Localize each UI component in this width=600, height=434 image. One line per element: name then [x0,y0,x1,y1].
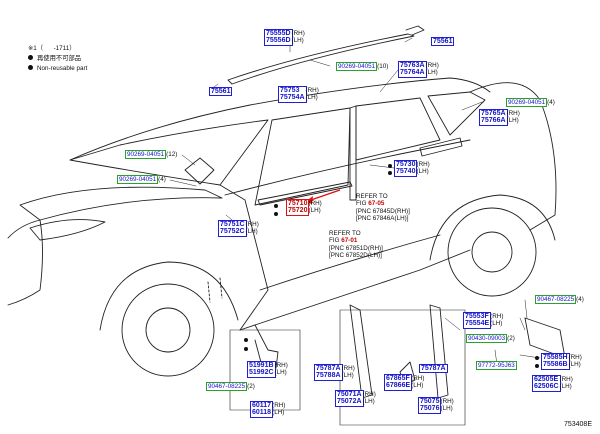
part-callout-75751c[interactable]: 75751C(RH) 75752C(LH) [218,220,259,237]
roof-line [69,77,491,161]
headlamp [29,219,106,241]
refer-to-fig-67-05: REFER TO FIG 67-05 [PNC 67845D(RH)] [PNC… [356,193,410,223]
part-callout-62505e[interactable]: 62505E(RH) 62506C(LH) [532,375,573,392]
bolt-callout-90269-04051-10[interactable]: 90269-04051(10) [336,62,389,71]
legend-item-en: Non-reusable part [28,64,87,74]
part-callout-75787a-right[interactable]: 75787A [419,364,448,374]
fastener-dots [244,164,539,368]
diagram-id: 753408E [563,421,592,428]
front-wheel [121,283,215,377]
door-line-front [219,184,269,331]
rear-quarter-window [427,91,486,136]
front-fascia [7,219,43,306]
part-callout-51991b[interactable]: 51991B(RH) 51992C(LH) [247,361,288,378]
front-wheel-arch [99,261,239,331]
door-belt-moulding [257,181,353,206]
bolt-callout-90269-04051-4-front[interactable]: 90269-04051(4) [117,175,166,184]
part-callout-75585h[interactable]: 75585H(RH) 75586B(LH) [541,353,582,370]
part-callout-75561-top[interactable]: 75561 [431,37,455,47]
bolt-callout-97772-95j63[interactable]: 97772-95J63 [476,361,517,370]
part-callout-75710-highlighted[interactable]: 75710(RH) 75720(LH) [286,199,322,216]
filled-dot-icon [28,55,33,60]
b-pillar [349,105,357,201]
roof-rail-end-cap [405,25,425,36]
refer-to-fig-67-01: REFER TO FIG 67-01 [PNC 67851D(RH)] [PNC… [329,230,383,260]
part-callout-75561-left[interactable]: 75561 [209,87,233,97]
part-callout-75730[interactable]: 75730(RH) 75740(LH) [394,160,430,177]
detail-frame-right [339,309,466,426]
seam-dashes [207,277,223,303]
part-callout-75753[interactable]: 75753(RH) 75754A(LH) [278,86,319,103]
rear-door-trim [419,137,463,157]
part-callout-75765a[interactable]: 75765A(RH) 75766A(LH) [479,109,520,126]
rear-door-window [355,97,441,161]
roof-rail-moulding [227,33,415,85]
front-door-window [254,107,351,206]
part-callout-67865f[interactable]: 67865F(RH) 67866E(LH) [384,374,425,391]
bolt-callout-90430-09003[interactable]: 90430-09003(2) [466,334,515,343]
lower-detail-bracket-3 [429,304,449,399]
lower-detail-bracket-5 [524,317,566,359]
highlight-arrow [307,189,341,202]
part-callout-75555d[interactable]: 75555D(RH) 75556D(LH) [264,29,305,46]
hood [19,186,223,221]
windshield [69,119,269,186]
fig-link-67-05[interactable]: 67-05 [368,200,385,208]
part-callout-75553f[interactable]: 75553F(RH) 75554E(LH) [463,312,504,329]
bolt-callout-90269-04051-4-rear[interactable]: 90269-04051(4) [506,98,555,107]
bolt-callout-90467-08225-4[interactable]: 90467-08225(4) [535,295,584,304]
rear-wheel-hub [471,231,513,273]
part-callout-75787a-left[interactable]: 75787A(RH) 75788A(LH) [314,364,355,381]
front-wheel-hub [145,307,191,353]
part-callout-60117[interactable]: 60117(RH) 60118(LH) [250,401,286,418]
side-mirror [184,157,215,185]
filled-dot-icon [28,65,33,70]
legend: ※1（ -1711） 再使用不可部品 Non-reusable part [28,44,87,74]
part-callout-75075[interactable]: 75075(RH) 75076(LH) [418,397,454,414]
rear-wheel [447,207,537,297]
belt-line [224,139,471,196]
part-callout-75071a[interactable]: 75071A(RH) 75072A(LH) [335,390,376,407]
door-bottom-line [259,234,441,291]
bolt-callout-90269-04051-12[interactable]: 90269-04051(12) [125,150,178,159]
rear-wheel-arch [429,194,556,261]
part-callout-75763a[interactable]: 75763A(RH) 75764A(LH) [398,61,439,78]
legend-heading: ※1（ -1711） [28,45,76,52]
bolt-callout-90467-08225-2[interactable]: 90467-08225(2) [206,382,255,391]
legend-item-jp: 再使用不可部品 [28,54,87,64]
fig-link-67-01[interactable]: 67-01 [341,237,358,245]
rocker-line [239,249,471,331]
lower-detail-bracket-2 [349,304,373,399]
